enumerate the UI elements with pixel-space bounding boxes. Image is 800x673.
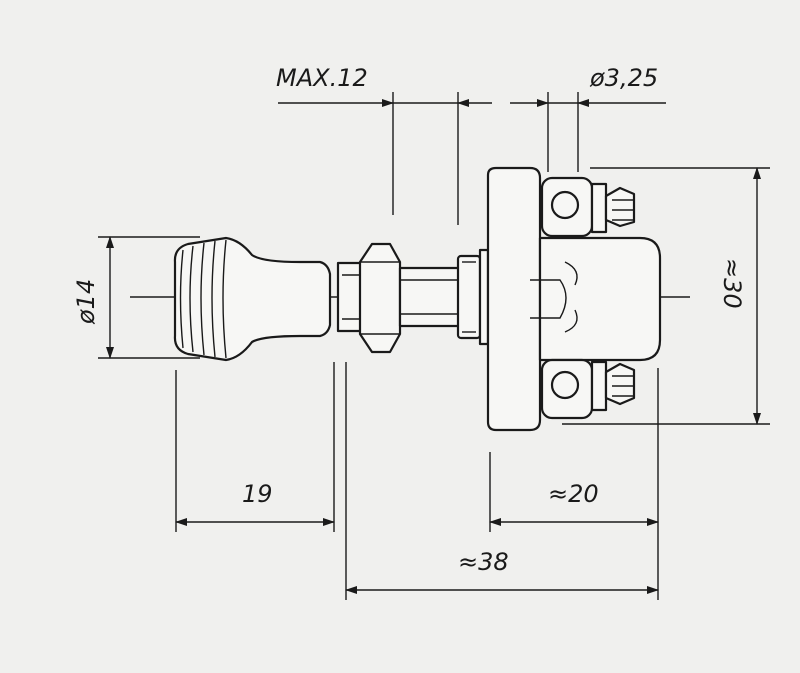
- housing: [486, 166, 662, 432]
- dim-hole-diameter: ø3,25: [510, 64, 666, 172]
- label-knob-length: 19: [242, 480, 273, 508]
- terminal-top: [540, 176, 636, 238]
- label-body-depth: ≈20: [548, 480, 599, 508]
- dim-knob-diameter: ø14: [72, 236, 200, 359]
- knob: [173, 236, 332, 362]
- label-height: ≈30: [718, 258, 746, 309]
- shaft-assembly: [336, 242, 490, 354]
- dim-max-12: MAX.12: [276, 64, 492, 225]
- dim-overall-length: ≈38: [345, 362, 659, 600]
- dim-knob-length: 19: [175, 362, 335, 532]
- label-knob-diameter: ø14: [72, 279, 100, 325]
- dim-body-depth: ≈20: [489, 368, 659, 600]
- label-hole-diameter: ø3,25: [589, 64, 658, 92]
- label-overall-length: ≈38: [458, 548, 509, 576]
- dim-height: ≈30: [562, 167, 770, 425]
- label-max-depth: MAX.12: [276, 64, 368, 92]
- terminal-bottom: [540, 358, 636, 420]
